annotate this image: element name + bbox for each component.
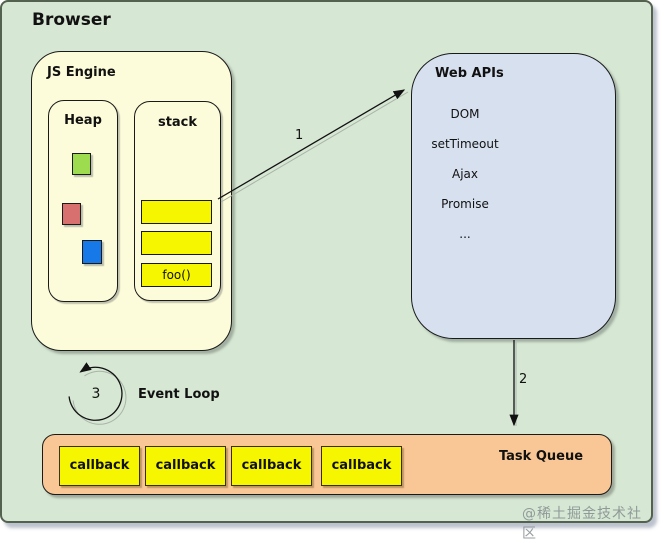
call-stack-box: stack foo() — [134, 101, 221, 301]
arrow-label-2: 2 — [519, 372, 528, 387]
stack-frame-foo: foo() — [141, 263, 212, 287]
heap-label: Heap — [64, 113, 102, 128]
web-apis-label: Web APIs — [435, 66, 504, 81]
task-queue-label: Task Queue — [498, 449, 584, 464]
callback-item: callback — [145, 446, 226, 486]
js-engine-label: JS Engine — [47, 65, 116, 80]
arrow-label-1: 1 — [295, 128, 304, 143]
watermark: @稀土掘金技术社区 — [522, 506, 642, 542]
stack-frame — [141, 231, 212, 255]
heap-object-blue — [82, 240, 102, 264]
web-apis-box: Web APIs DOM setTimeout Ajax Promise ... — [411, 53, 616, 339]
heap-object-green — [72, 153, 91, 175]
web-api-item-dom: DOM — [450, 107, 480, 121]
web-api-item-settimeout: setTimeout — [431, 137, 499, 151]
heap-box: Heap — [48, 100, 118, 302]
js-engine-box: JS Engine Heap stack foo() — [31, 51, 232, 351]
callback-item: callback — [231, 446, 312, 486]
web-api-item-ajax: Ajax — [452, 167, 478, 181]
callback-item: callback — [321, 446, 402, 486]
callback-item: callback — [59, 446, 140, 486]
stack-frame — [141, 200, 212, 224]
event-loop-label: Event Loop — [138, 387, 220, 402]
task-queue-box: Task Queue callback callback callback ca… — [42, 434, 612, 495]
heap-object-red — [62, 203, 81, 225]
event-loop-step-number: 3 — [91, 386, 101, 402]
web-apis-item-list: DOM setTimeout Ajax Promise ... — [412, 99, 518, 249]
diagram-title: Browser — [32, 10, 111, 30]
web-api-item-promise: Promise — [441, 197, 489, 211]
stack-label: stack — [157, 115, 198, 130]
arrow-shadow — [220, 91, 409, 203]
arrow-stack-to-webapis-icon — [217, 89, 406, 200]
web-api-item-ellipsis: ... — [459, 227, 471, 241]
